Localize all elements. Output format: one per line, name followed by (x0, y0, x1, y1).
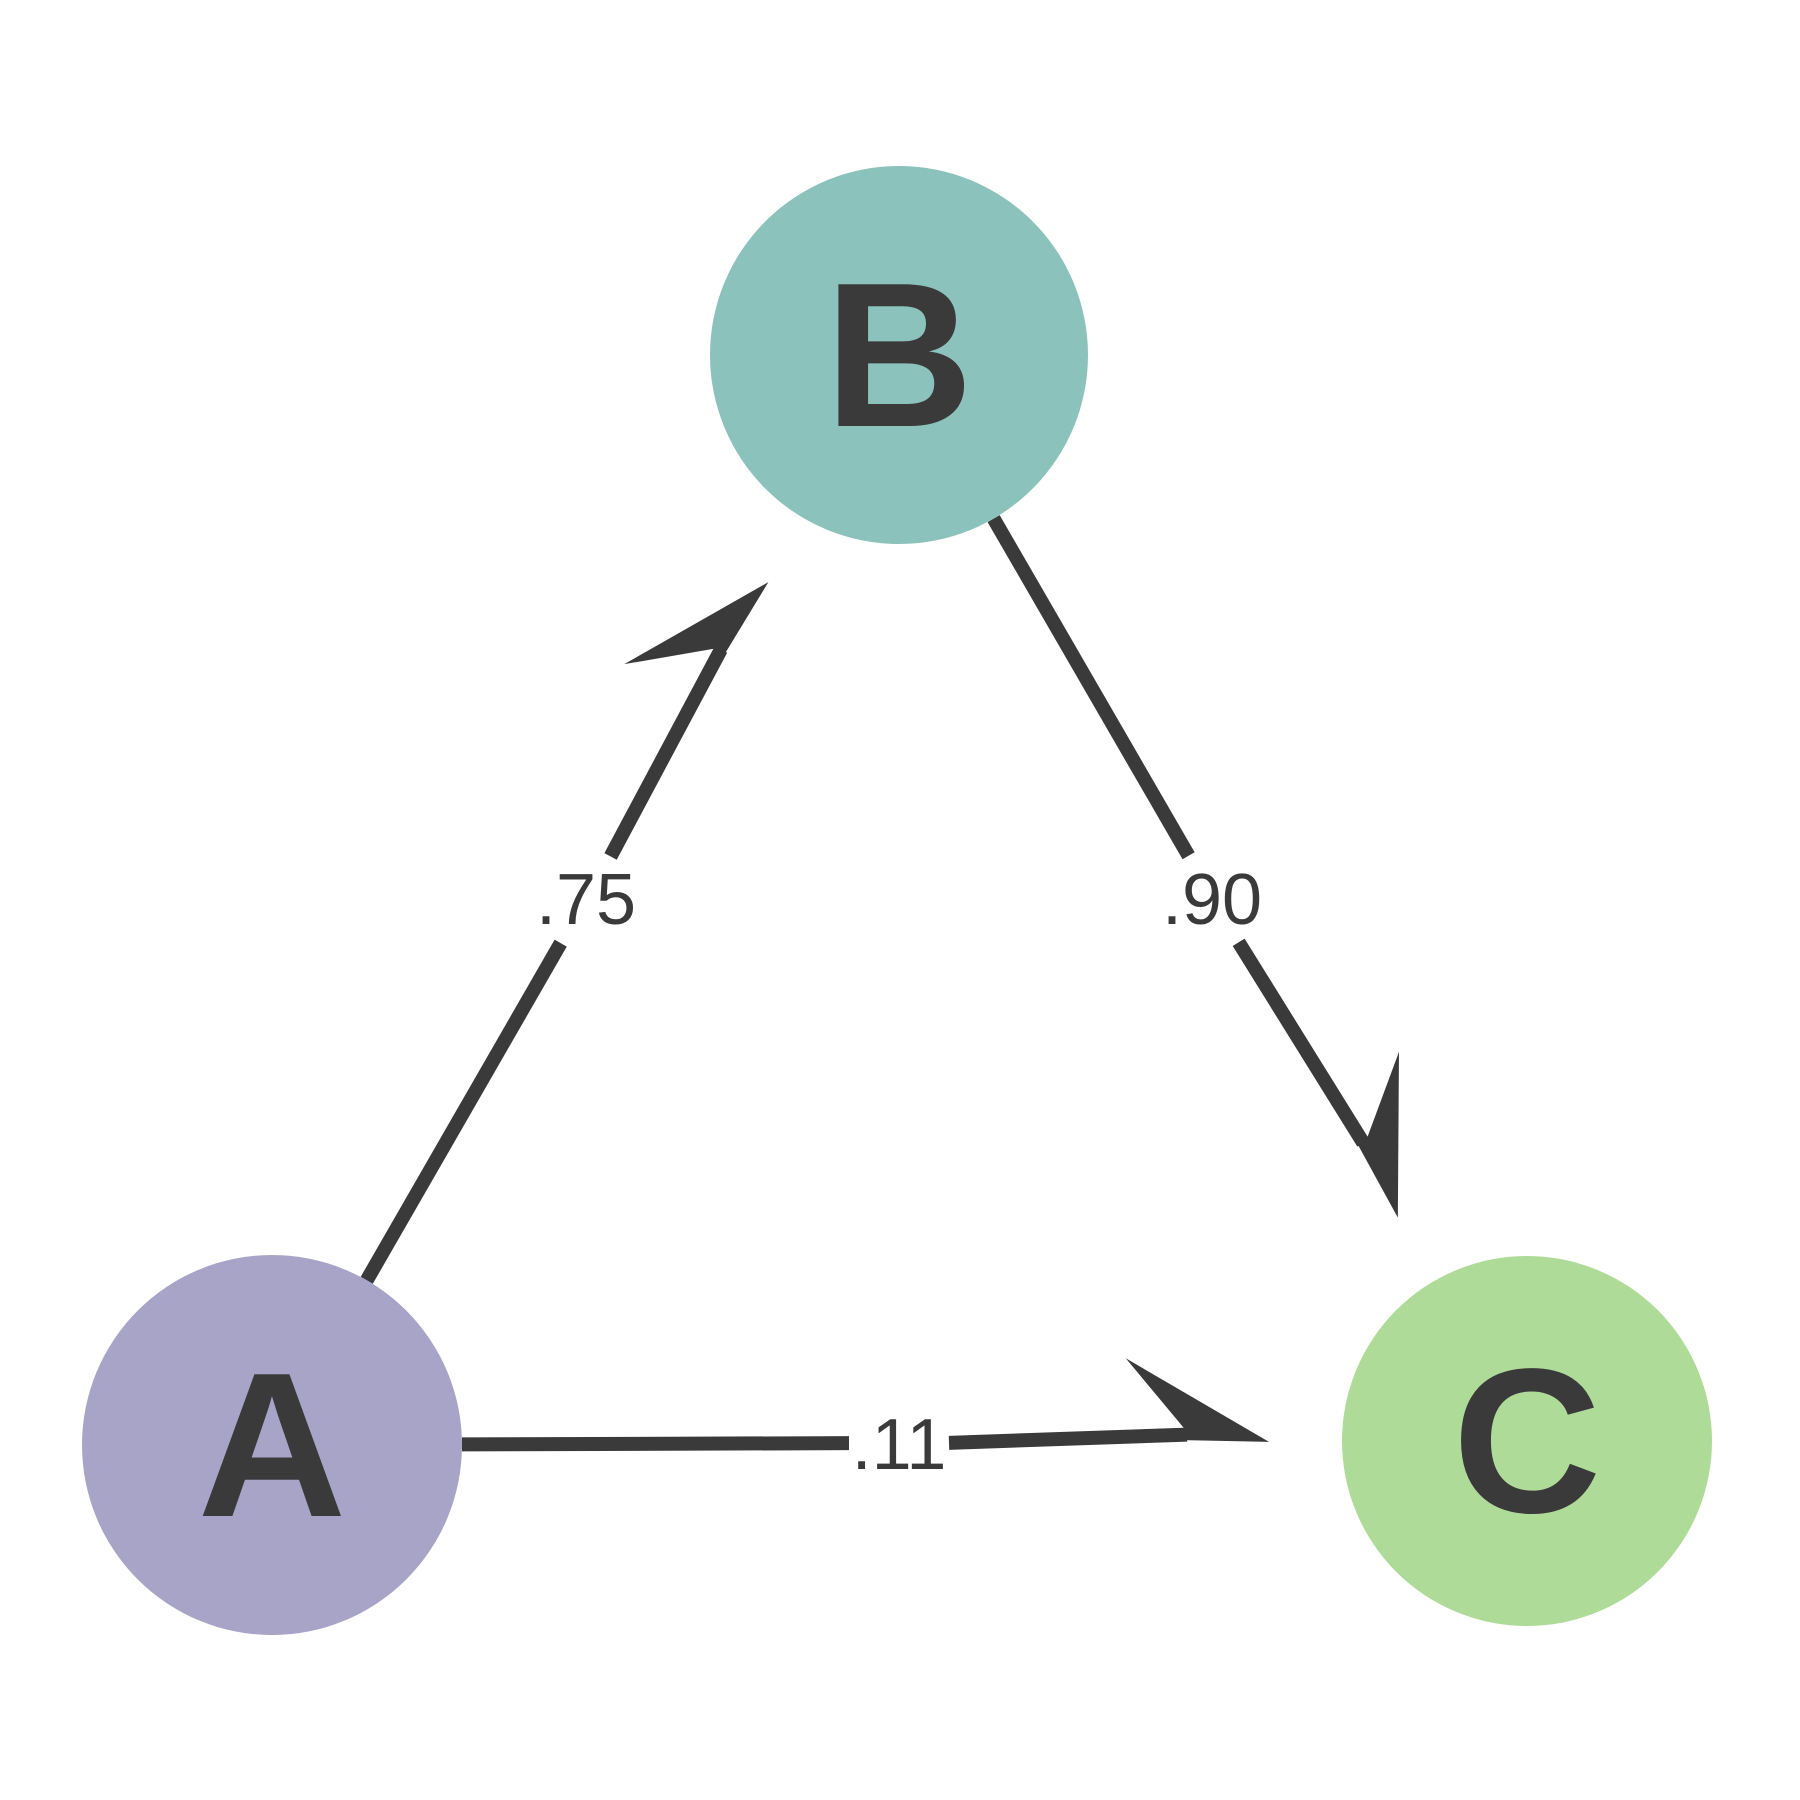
edge-a-c-segment-1[interactable] (461, 1436, 850, 1452)
edge-b-c-segment-2[interactable] (1232, 938, 1370, 1147)
edge-b-c: .90 (987, 515, 1399, 1218)
edge-a-c-weight-label[interactable]: .11 (852, 1405, 947, 1485)
node-a-circle[interactable] (82, 1255, 462, 1635)
node-c-circle[interactable] (1342, 1256, 1712, 1626)
node-b: B (710, 166, 1088, 544)
node-a: A (82, 1255, 462, 1635)
node-c-label: C (1453, 1326, 1602, 1556)
nodes-layer: A B C (82, 166, 1712, 1635)
edge-a-c: .11 (461, 1358, 1270, 1485)
node-a-label: A (198, 1330, 347, 1560)
edge-a-c-segment-2[interactable] (948, 1427, 1188, 1450)
edge-b-c-segment-1[interactable] (987, 515, 1195, 860)
edge-a-b-arrowhead-icon (624, 582, 769, 665)
edge-a-c-arrowhead-icon (1125, 1358, 1270, 1442)
edge-a-b-weight-label[interactable]: .75 (536, 860, 636, 940)
node-c: C (1342, 1256, 1712, 1626)
node-b-circle[interactable] (710, 166, 1088, 544)
edge-a-b-segment-2[interactable] (604, 646, 728, 860)
edge-a-b-segment-1[interactable] (360, 939, 567, 1284)
edges-layer: .75 .90 .11 (360, 515, 1399, 1485)
node-b-label: B (825, 240, 974, 470)
edge-b-c-arrowhead-icon (1357, 1051, 1399, 1218)
edge-b-c-weight-label[interactable]: .90 (1162, 860, 1262, 940)
edge-a-b: .75 (360, 582, 769, 1284)
